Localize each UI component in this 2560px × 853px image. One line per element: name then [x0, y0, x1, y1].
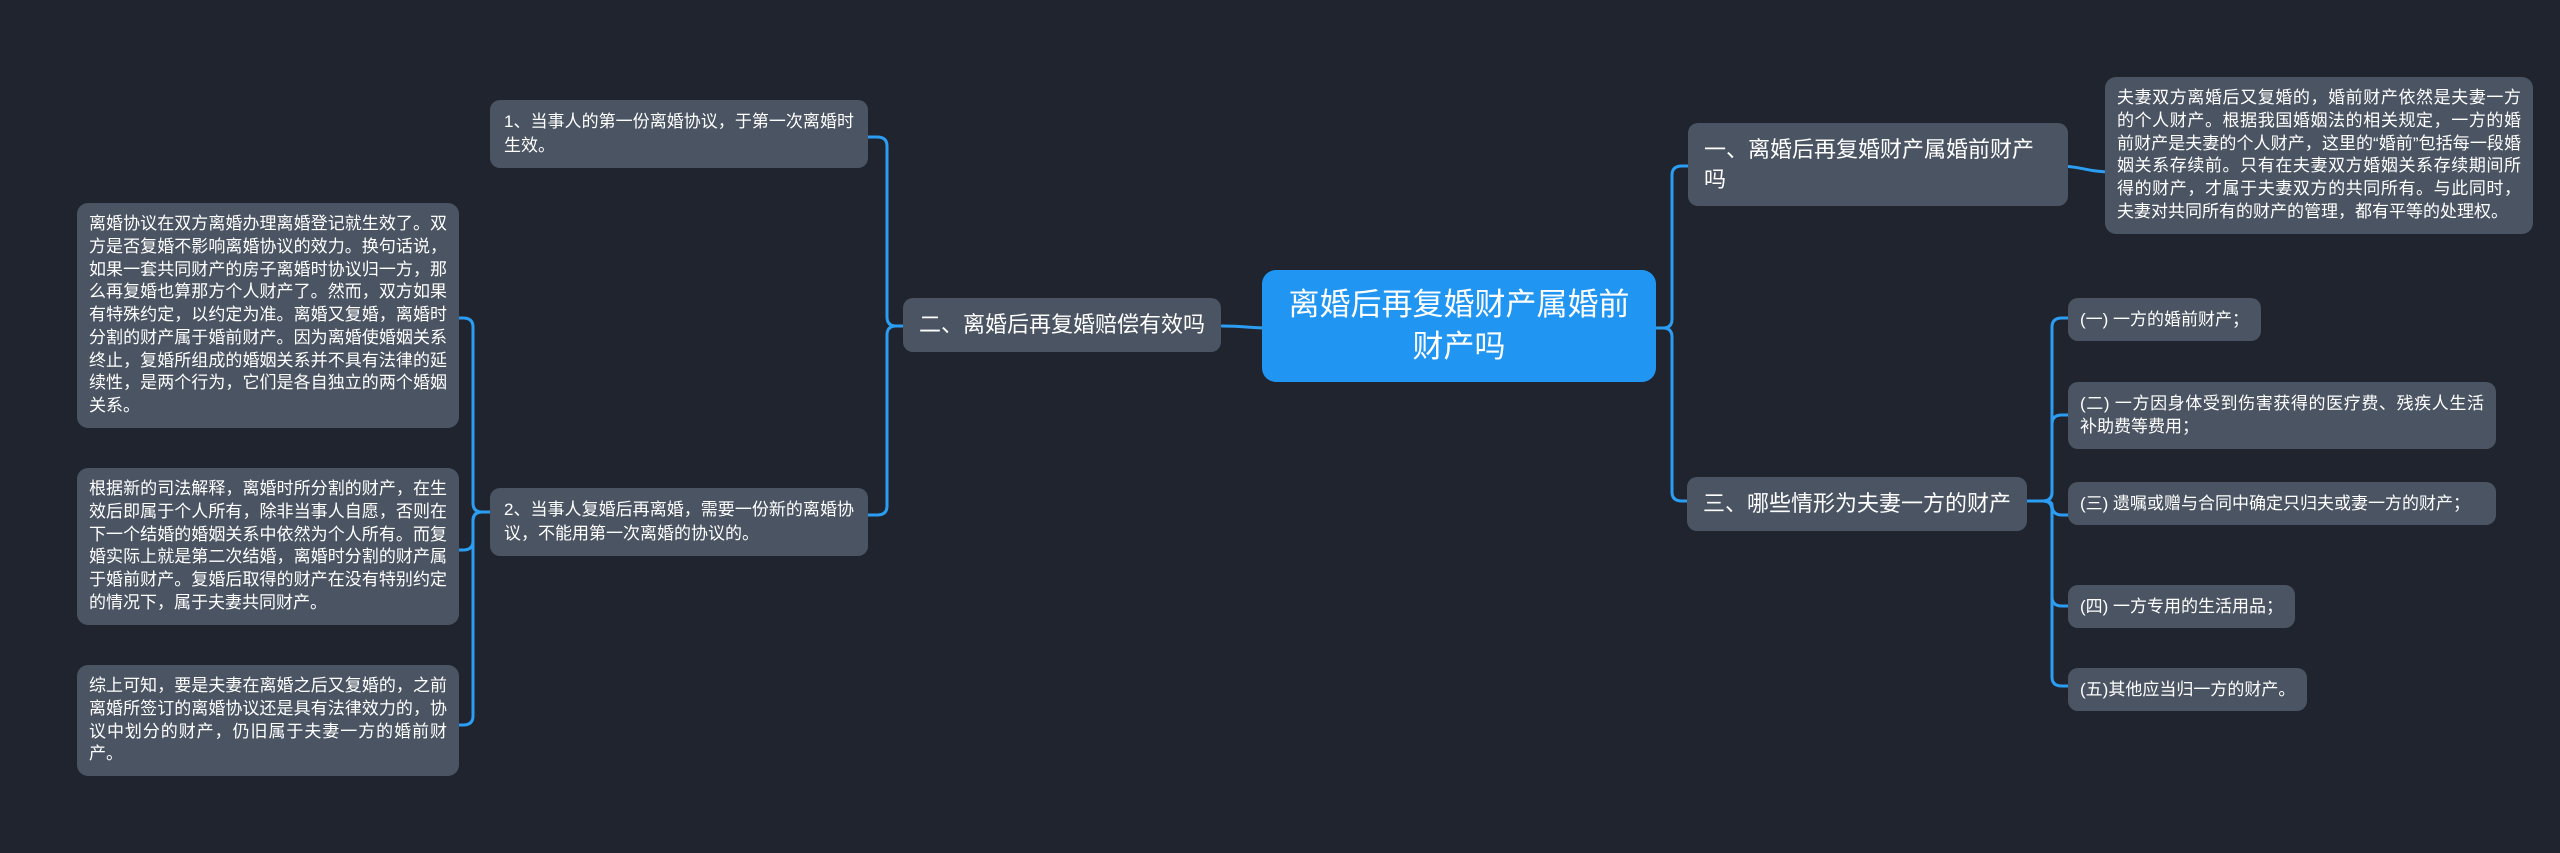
sub-node-first-divorce-agreement[interactable]: 1、当事人的第一份离婚协议，于第一次离婚时生效。	[490, 100, 868, 168]
leaf-paragraph-agreement-validity[interactable]: 离婚协议在双方离婚办理离婚登记就生效了。双方是否复婚不影响离婚协议的效力。换句话…	[77, 203, 459, 428]
connector-point2-to-para1	[453, 316, 497, 514]
leaf-paragraph-judicial-interpretation[interactable]: 根据新的司法解释，离婚时所分割的财产，在生效后即属于个人所有，除非当事人自愿，否…	[77, 468, 459, 625]
connector-point2-to-para2	[453, 510, 497, 552]
leaf-paragraph-conclusion[interactable]: 综上可知，要是夫妻在离婚之后又复婚的，之前离婚所签订的离婚协议还是具有法律效力的…	[77, 665, 459, 777]
connector-section3-to-item1	[2026, 316, 2074, 503]
connector-section2-to-point2	[862, 324, 908, 517]
leaf-paragraph-premarital-property[interactable]: 夫妻双方离婚后又复婚的，婚前财产依然是夫妻一方的个人财产。根据我国婚姻法的相关规…	[2105, 77, 2533, 234]
branch-node-compensation-valid[interactable]: 二、离婚后再复婚赔偿有效吗	[903, 298, 1222, 352]
connector-section3-to-item5	[2026, 499, 2074, 688]
list-item-other-property[interactable]: (五)其他应当归一方的财产。	[2068, 668, 2308, 712]
sub-node-new-agreement-needed[interactable]: 2、当事人复婚后再离婚，需要一份新的离婚协议，不能用第一次离婚的协议的。	[490, 488, 868, 556]
list-item-will-or-gift[interactable]: (三) 遗嘱或赠与合同中确定只归夫或妻一方的财产；	[2068, 482, 2496, 526]
connector-section3-to-item4	[2026, 499, 2074, 608]
list-item-personal-articles[interactable]: (四) 一方专用的生活用品；	[2068, 585, 2296, 629]
central-topic-node[interactable]: 离婚后再复婚财产属婚前财产吗	[1262, 270, 1656, 382]
list-item-premarital[interactable]: (一) 一方的婚前财产；	[2068, 298, 2262, 342]
connector-central-to-section3	[1648, 326, 1696, 503]
connector-point2-to-para3	[453, 510, 497, 727]
branch-node-one-party-property[interactable]: 三、哪些情形为夫妻一方的财产	[1687, 477, 2028, 531]
branch-node-premarital-property[interactable]: 一、离婚后再复婚财产属婚前财产吗	[1688, 123, 2068, 207]
connector-section2-to-point1	[862, 135, 908, 328]
connector-section3-to-item2	[2026, 413, 2074, 503]
list-item-injury-compensation[interactable]: (二) 一方因身体受到伤害获得的医疗费、残疾人生活补助费等费用；	[2068, 382, 2496, 449]
